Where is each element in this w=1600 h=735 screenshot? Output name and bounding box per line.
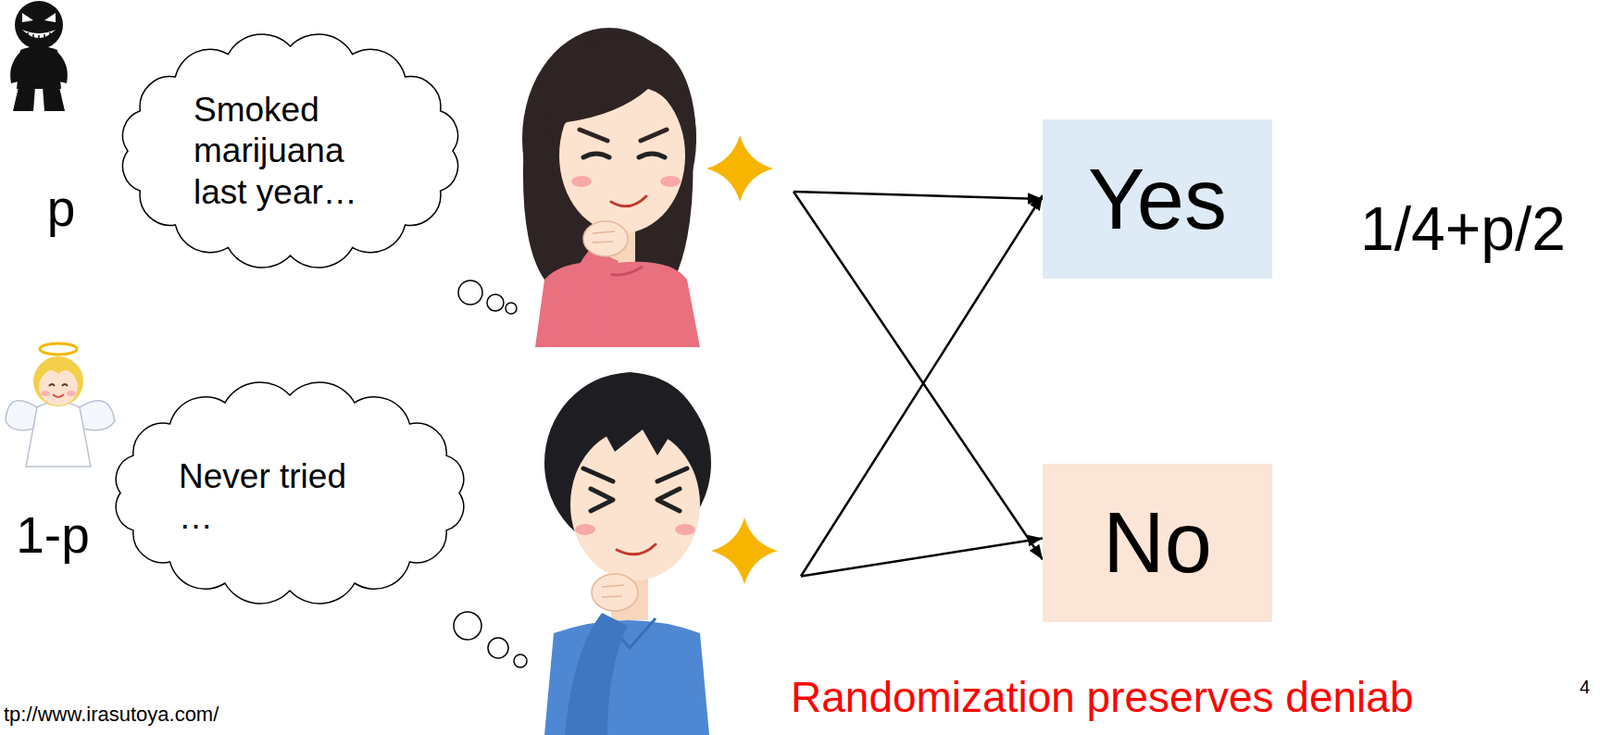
page-number: 4 bbox=[1579, 676, 1590, 699]
angel-icon bbox=[49, 384, 68, 387]
boy-illustration bbox=[657, 468, 688, 482]
girl-illustration bbox=[583, 153, 610, 158]
boy-illustration bbox=[546, 372, 710, 488]
angel-icon bbox=[5, 400, 38, 431]
villain-icon bbox=[10, 0, 68, 112]
girl-illustration bbox=[640, 129, 667, 141]
angel-icon bbox=[37, 362, 80, 375]
villain-icon bbox=[16, 46, 62, 89]
thought-bubble-tail bbox=[453, 612, 482, 640]
thought-text: Never tried … bbox=[178, 456, 355, 539]
boy-illustration bbox=[657, 488, 680, 512]
thought-bubble-tail bbox=[513, 654, 527, 668]
boy-illustration bbox=[570, 428, 700, 581]
villain-icon bbox=[22, 12, 34, 23]
boy-illustration bbox=[564, 612, 628, 735]
angel-icon bbox=[5, 343, 115, 467]
villain-icon bbox=[10, 51, 26, 84]
thought-bubble-tail bbox=[458, 280, 483, 305]
cloud-outline bbox=[123, 34, 459, 268]
angel-icon bbox=[33, 356, 84, 407]
girl-illustration bbox=[522, 27, 700, 348]
sparkle-star bbox=[706, 135, 774, 202]
villain-icon bbox=[12, 87, 36, 112]
angel-icon bbox=[40, 390, 50, 397]
cloud-outline bbox=[115, 382, 463, 604]
girl-illustration bbox=[583, 221, 628, 257]
boy-illustration bbox=[544, 372, 712, 735]
boy-illustration bbox=[590, 488, 613, 512]
boy-illustration bbox=[591, 574, 638, 612]
angel-icon bbox=[25, 401, 91, 467]
villain-icon bbox=[27, 32, 50, 43]
villain-icon bbox=[42, 87, 65, 112]
girl-illustration bbox=[592, 231, 615, 243]
thought-bubble-tail bbox=[505, 302, 517, 314]
answer-arrow bbox=[793, 191, 1043, 200]
thought-bubble-tail bbox=[487, 637, 509, 659]
answer-box: No bbox=[1042, 463, 1273, 623]
answer-box: Yes bbox=[1042, 119, 1273, 279]
villain-icon bbox=[14, 0, 63, 50]
girl-illustration bbox=[579, 129, 608, 141]
boy-illustration bbox=[583, 468, 613, 482]
angel-icon bbox=[79, 400, 115, 431]
thought-bubble-tail bbox=[487, 294, 504, 312]
villain-icon bbox=[51, 51, 68, 84]
sparkle-star bbox=[711, 517, 778, 585]
thought-bubble-tail bbox=[453, 280, 527, 668]
boy-illustration bbox=[575, 524, 596, 536]
boy-illustration bbox=[601, 585, 625, 598]
girl-illustration bbox=[548, 35, 697, 145]
girl-illustration bbox=[555, 248, 619, 348]
answer-text: Yes bbox=[1087, 148, 1227, 250]
girl-illustration bbox=[638, 153, 665, 158]
thought-text: Smoked marijuana last year… bbox=[193, 89, 370, 213]
answer-text: No bbox=[1102, 491, 1213, 594]
angel-icon bbox=[66, 390, 76, 397]
thought-bubble: Smoked marijuana last year… bbox=[107, 25, 474, 276]
answer-arrow bbox=[793, 191, 1043, 561]
boy-illustration bbox=[616, 544, 656, 555]
boy-illustration bbox=[675, 524, 696, 536]
thought-bubble: Never tried … bbox=[100, 375, 480, 612]
angel-icon bbox=[52, 394, 64, 398]
answer-arrow bbox=[800, 538, 1043, 577]
credit-url: tp://www.irasutoya.com/ bbox=[3, 702, 219, 726]
girl-illustration bbox=[611, 196, 647, 207]
probability-label: 1-p bbox=[15, 506, 90, 565]
girl-illustration bbox=[660, 175, 681, 188]
probability-label: 1/4+p/2 bbox=[1360, 194, 1566, 265]
angel-icon bbox=[39, 343, 77, 355]
answer-arrow bbox=[800, 195, 1043, 577]
probability-label: p bbox=[47, 179, 76, 238]
villain-icon bbox=[44, 12, 56, 23]
takeaway-note: Randomization preserves deniab bbox=[790, 673, 1414, 723]
girl-illustration bbox=[571, 175, 592, 188]
sparkle-star bbox=[706, 135, 778, 585]
